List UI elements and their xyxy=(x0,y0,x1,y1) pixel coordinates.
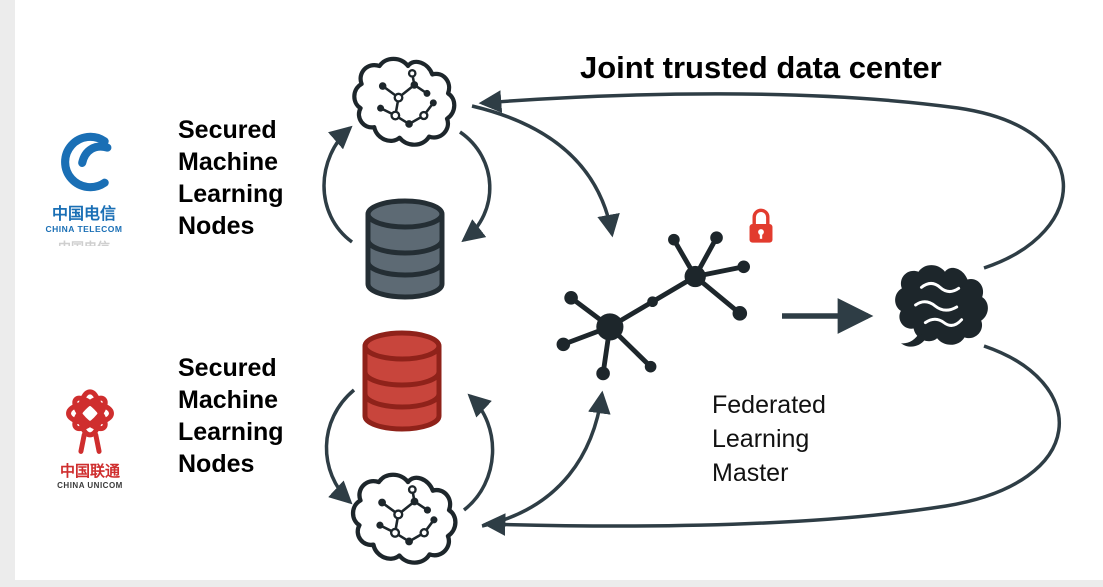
china-unicom-logo: 中国联通 CHINA UNICOM xyxy=(44,382,136,490)
china-unicom-icon xyxy=(60,382,120,458)
brain-solid-icon xyxy=(892,258,994,352)
arrow-bottom-brain-to-network xyxy=(481,390,611,528)
arrow-top-brain-to-network xyxy=(471,104,620,238)
china-telecom-icon xyxy=(48,126,120,198)
brain-circuit-icon-bottom xyxy=(348,468,468,576)
federated-learning-master-label: Federated Learning Master xyxy=(712,391,826,487)
database-icon-gray xyxy=(358,198,452,302)
arrow-top-cycle-left xyxy=(322,125,354,244)
database-icon-red xyxy=(352,330,452,434)
lock-icon xyxy=(744,206,778,247)
china-unicom-name-en: CHINA UNICOM xyxy=(57,481,123,490)
secured-nodes-label-bottom: Secured Machine Learning Nodes xyxy=(178,354,284,478)
brain-circuit-icon-top xyxy=(350,52,466,158)
china-telecom-watermark: 中国电信 xyxy=(58,237,110,246)
diagram-title: Joint trusted data center xyxy=(580,50,942,85)
china-telecom-logo: 中国电信 CHINA TELECOM 中国电信 xyxy=(36,126,132,246)
china-unicom-name-cn: 中国联通 xyxy=(59,463,120,480)
page-bottom-gutter xyxy=(0,580,1103,587)
secured-nodes-label-top: Secured Machine Learning Nodes xyxy=(178,116,284,240)
network-graph-icon xyxy=(548,228,760,388)
china-telecom-name-cn: 中国电信 xyxy=(51,206,116,223)
china-telecom-name-en: CHINA TELECOM xyxy=(45,224,123,234)
arrow-bottom-cycle-right xyxy=(462,393,495,512)
page-left-gutter xyxy=(0,0,15,587)
